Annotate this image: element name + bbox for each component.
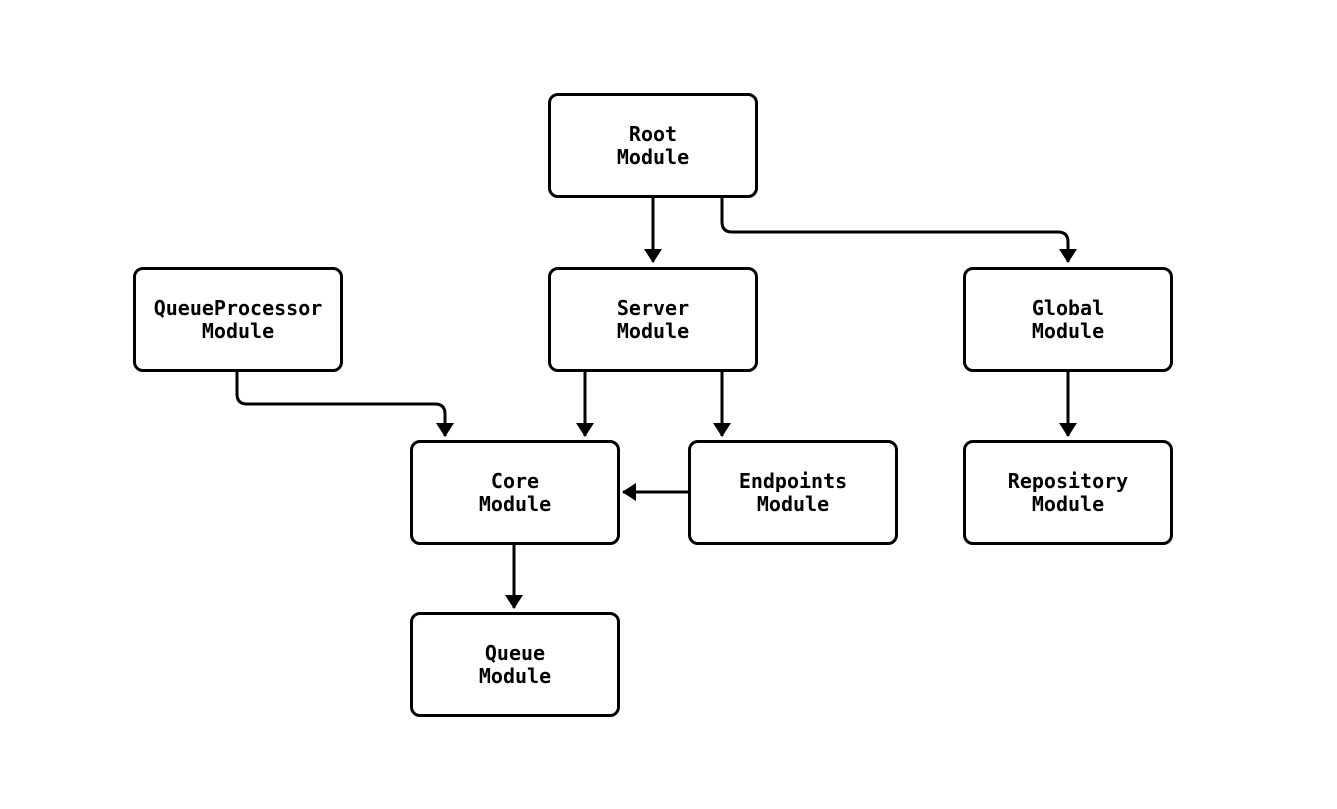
node-global-module: Global Module: [963, 267, 1173, 372]
node-queueprocessor-module-label: QueueProcessor Module: [153, 295, 323, 343]
node-endpoints-module: Endpoints Module: [688, 440, 898, 545]
node-root-module-label: Root Module: [616, 121, 690, 169]
node-core-module-label: Core Module: [478, 468, 552, 516]
node-repository-module: Repository Module: [963, 440, 1173, 545]
edge-queueprocessor-to-core: [235, 372, 454, 437]
node-queue-module-label: Queue Module: [478, 640, 552, 688]
node-queueprocessor-module: QueueProcessor Module: [133, 267, 343, 372]
node-core-module: Core Module: [410, 440, 620, 545]
node-root-module: Root Module: [548, 93, 758, 198]
node-repository-module-label: Repository Module: [1007, 468, 1129, 516]
edge-root-to-global: [720, 198, 1077, 263]
node-global-module-label: Global Module: [1031, 295, 1105, 343]
node-endpoints-module-label: Endpoints Module: [738, 468, 848, 516]
node-server-module-label: Server Module: [616, 295, 690, 343]
node-server-module: Server Module: [548, 267, 758, 372]
node-queue-module: Queue Module: [410, 612, 620, 717]
